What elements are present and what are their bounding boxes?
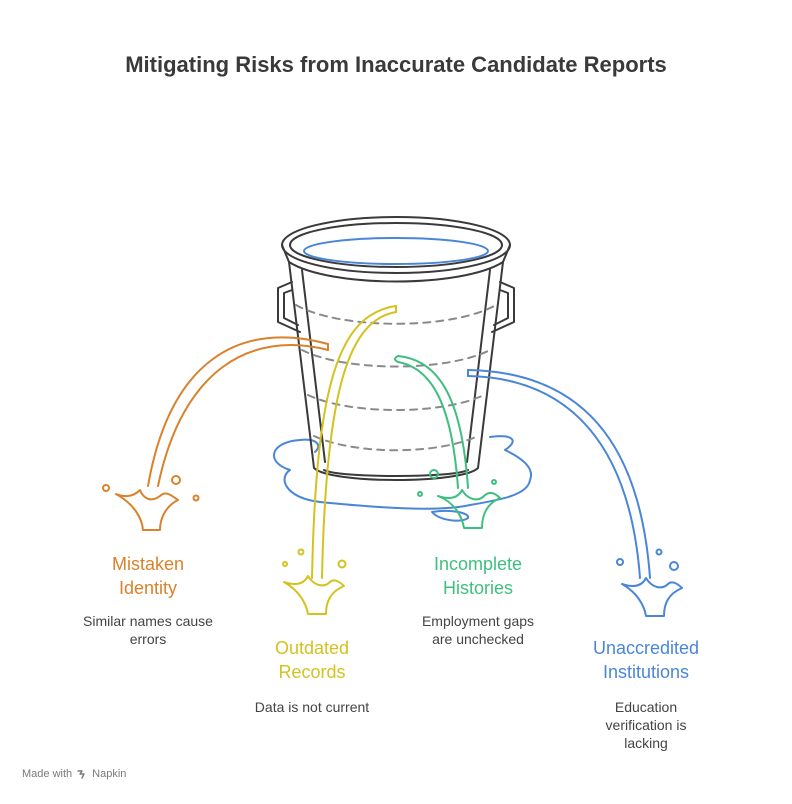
item-description-mistaken-identity: Similar names cause errors: [83, 613, 213, 647]
puddle-shape: [273, 435, 533, 510]
item-description-unaccredited-institutions: Education verification is lacking: [605, 699, 687, 751]
stream-mistaken-identity: [102, 336, 329, 531]
stream-incomplete-histories: [394, 355, 501, 529]
item-description-incomplete-histories: Employment gaps are unchecked: [421, 613, 535, 647]
footer-attribution: Made with Napkin: [22, 768, 126, 780]
footer-brand: Napkin: [92, 768, 127, 780]
item-description-outdated-records: Data is not current: [254, 699, 370, 715]
bucket-handle-left: [277, 281, 301, 333]
footer-made-with: Made with: [22, 768, 73, 780]
stream-outdated-records: [282, 305, 397, 615]
bucket-handle-right: [491, 281, 515, 333]
item-label-incomplete-histories: Incomplete Histories: [433, 554, 523, 598]
diagram-title: Mitigating Risks from Inaccurate Candida…: [125, 52, 667, 77]
item-label-mistaken-identity: Mistaken Identity: [111, 554, 185, 598]
bucket-water-surface: [303, 237, 489, 265]
item-label-unaccredited-institutions: Unaccredited Institutions: [592, 638, 700, 682]
stream-unaccredited-institutions: [467, 369, 683, 617]
bucket-body: [288, 261, 504, 481]
item-label-outdated-records: Outdated Records: [274, 638, 350, 682]
napkin-logo-icon: [77, 770, 85, 779]
